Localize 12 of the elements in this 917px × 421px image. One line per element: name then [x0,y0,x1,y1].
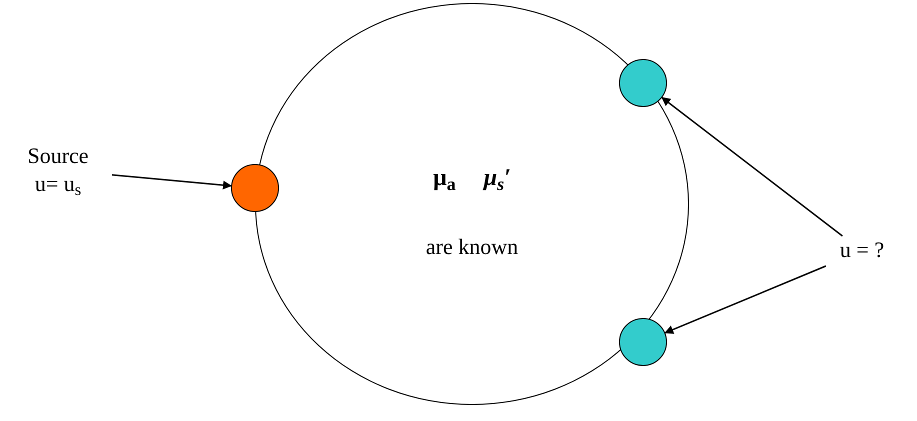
arrow [112,174,232,190]
parameter-symbol: μ$_{a}$ [433,166,456,190]
source-circle [231,164,279,212]
arrow [661,97,843,237]
parameter-symbol: μ$_{s}$′ [484,166,511,190]
note-text: are known [426,236,518,258]
detector-label: u = ? [840,236,884,264]
arrow [664,265,826,334]
detector-circle [618,58,666,106]
source-label: Source [27,142,89,170]
source-label: u= u$_{s}$ [34,170,82,198]
detector-circle [618,318,666,366]
